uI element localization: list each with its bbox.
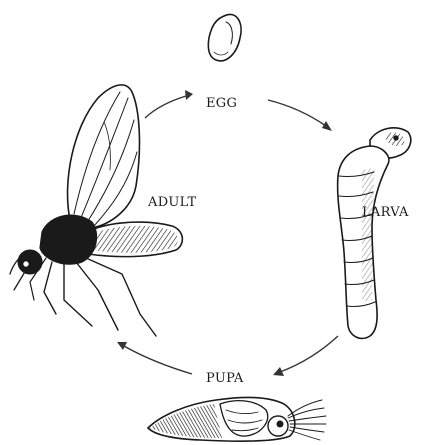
pupa-illustration-icon — [148, 397, 326, 441]
larva-label: LARVA — [362, 205, 409, 220]
adult-label: ADULT — [147, 195, 197, 210]
pupa-label: PUPA — [206, 371, 244, 386]
arrow-egg-to-larva — [268, 100, 332, 131]
larva-illustration-icon — [338, 128, 411, 339]
arrow-pupa-to-adult — [117, 342, 192, 374]
arrow-adult-to-egg — [145, 90, 193, 118]
egg-label: EGG — [206, 96, 237, 111]
arrow-larva-to-pupa — [273, 336, 338, 376]
adult-fly-illustration-icon — [10, 85, 182, 336]
egg-illustration-icon — [208, 14, 241, 60]
